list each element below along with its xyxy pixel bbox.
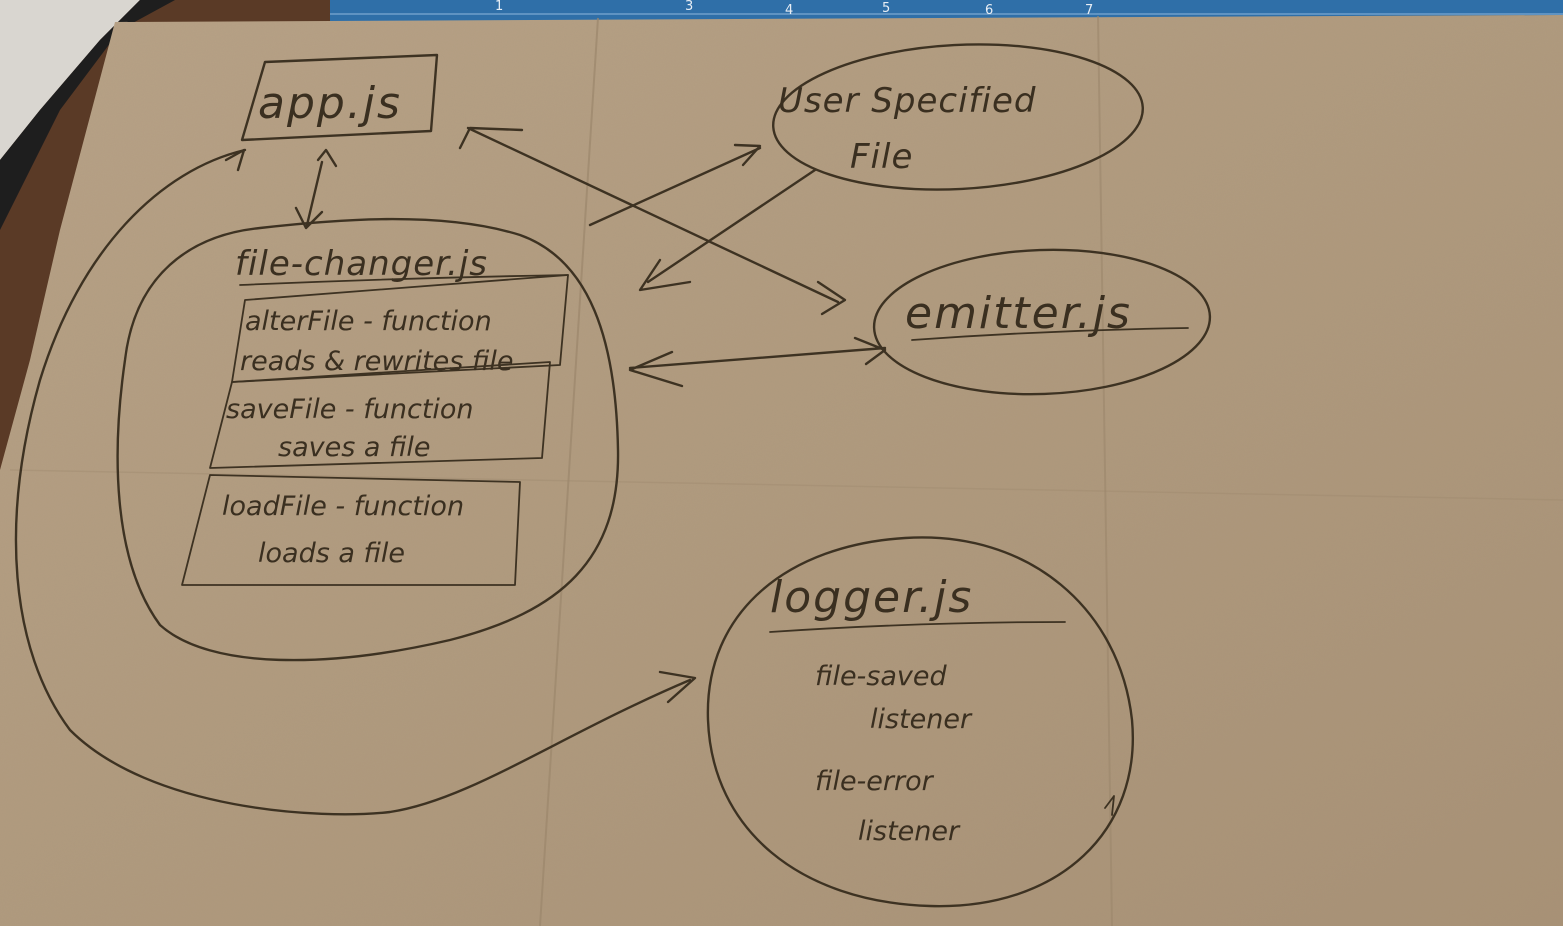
function-box-loadfile [181, 474, 521, 586]
ruler-number: 1 [495, 0, 503, 14]
app-js-box [240, 53, 439, 142]
function-box-alterfile [231, 274, 569, 383]
function-alterfile-line2: reads & rewrites file [240, 346, 513, 377]
arrow-app-filechanger [305, 160, 324, 227]
arrows [14, 126, 887, 816]
function-savefile-line1: saveFile - function [226, 394, 474, 425]
mat-ruler: 1 3 4 5 6 7 [330, 0, 1563, 18]
arrowhead-app-from-emitter [458, 126, 524, 150]
arrowhead-filechanger-from-userfile [638, 258, 692, 292]
logger-underline [769, 621, 1066, 633]
emitter-ellipse [872, 248, 1212, 396]
arrowhead-app [224, 148, 246, 172]
logger-js-node: logger.js file-saved listener file-error… [706, 536, 1135, 908]
arrowhead-emitter-from-filechanger [853, 336, 887, 366]
fold-crease [539, 17, 599, 926]
function-savefile-line2: saves a file [278, 432, 431, 463]
arrow-filechanger-emitter [628, 346, 887, 370]
app-js-label: app.js [258, 78, 402, 129]
arrow-filechanger-userfile [588, 146, 762, 227]
ruler-number: 4 [785, 3, 793, 18]
arrowhead-userfile [733, 143, 762, 167]
arrowhead-logger [658, 670, 697, 704]
user-specified-file-node: User Specified File [772, 43, 1144, 191]
app-js-node: app.js [240, 53, 439, 142]
arrow-app-logger-loop [14, 148, 692, 816]
arrow-userfile-filechanger [646, 168, 817, 284]
arrowhead-down [294, 206, 324, 230]
listener-file-error-line1: file-error [815, 766, 935, 797]
file-changer-node: file-changer.js alterFile - function rea… [116, 217, 620, 662]
logger-tick-mark [1104, 795, 1115, 816]
listener-file-saved-line1: file-saved [815, 661, 947, 692]
user-file-label-line1: User Specified [778, 81, 1036, 121]
file-changer-underline [239, 274, 569, 286]
function-loadfile-line1: loadFile - function [222, 491, 464, 522]
arrowhead-emitter [816, 280, 847, 316]
ruler-number: 6 [985, 3, 993, 18]
user-file-ellipse [772, 43, 1144, 191]
function-loadfile-line2: loads a file [258, 538, 405, 569]
fold-crease [1097, 15, 1113, 926]
file-changer-outline [116, 217, 620, 662]
listener-file-saved-line2: listener [870, 704, 973, 735]
function-alterfile-line1: alterFile - function [245, 306, 492, 337]
emitter-underline [911, 327, 1189, 341]
emitter-label: emitter.js [905, 288, 1132, 339]
ruler-number: 7 [1085, 3, 1093, 18]
logger-outline [706, 536, 1135, 908]
arrow-emitter-app [466, 126, 840, 304]
logger-label: logger.js [770, 572, 973, 623]
ruler-number: 3 [685, 0, 693, 14]
fold-crease [9, 469, 1563, 501]
arrowhead-filechanger [628, 350, 684, 388]
user-file-label-line2: File [850, 137, 913, 177]
paper-corner [0, 0, 140, 160]
listener-file-error-line2: listener [858, 816, 961, 847]
arrowhead-up [316, 148, 338, 168]
emitter-js-node: emitter.js [872, 248, 1212, 396]
function-box-savefile [209, 361, 551, 469]
ruler-number: 5 [882, 1, 890, 16]
